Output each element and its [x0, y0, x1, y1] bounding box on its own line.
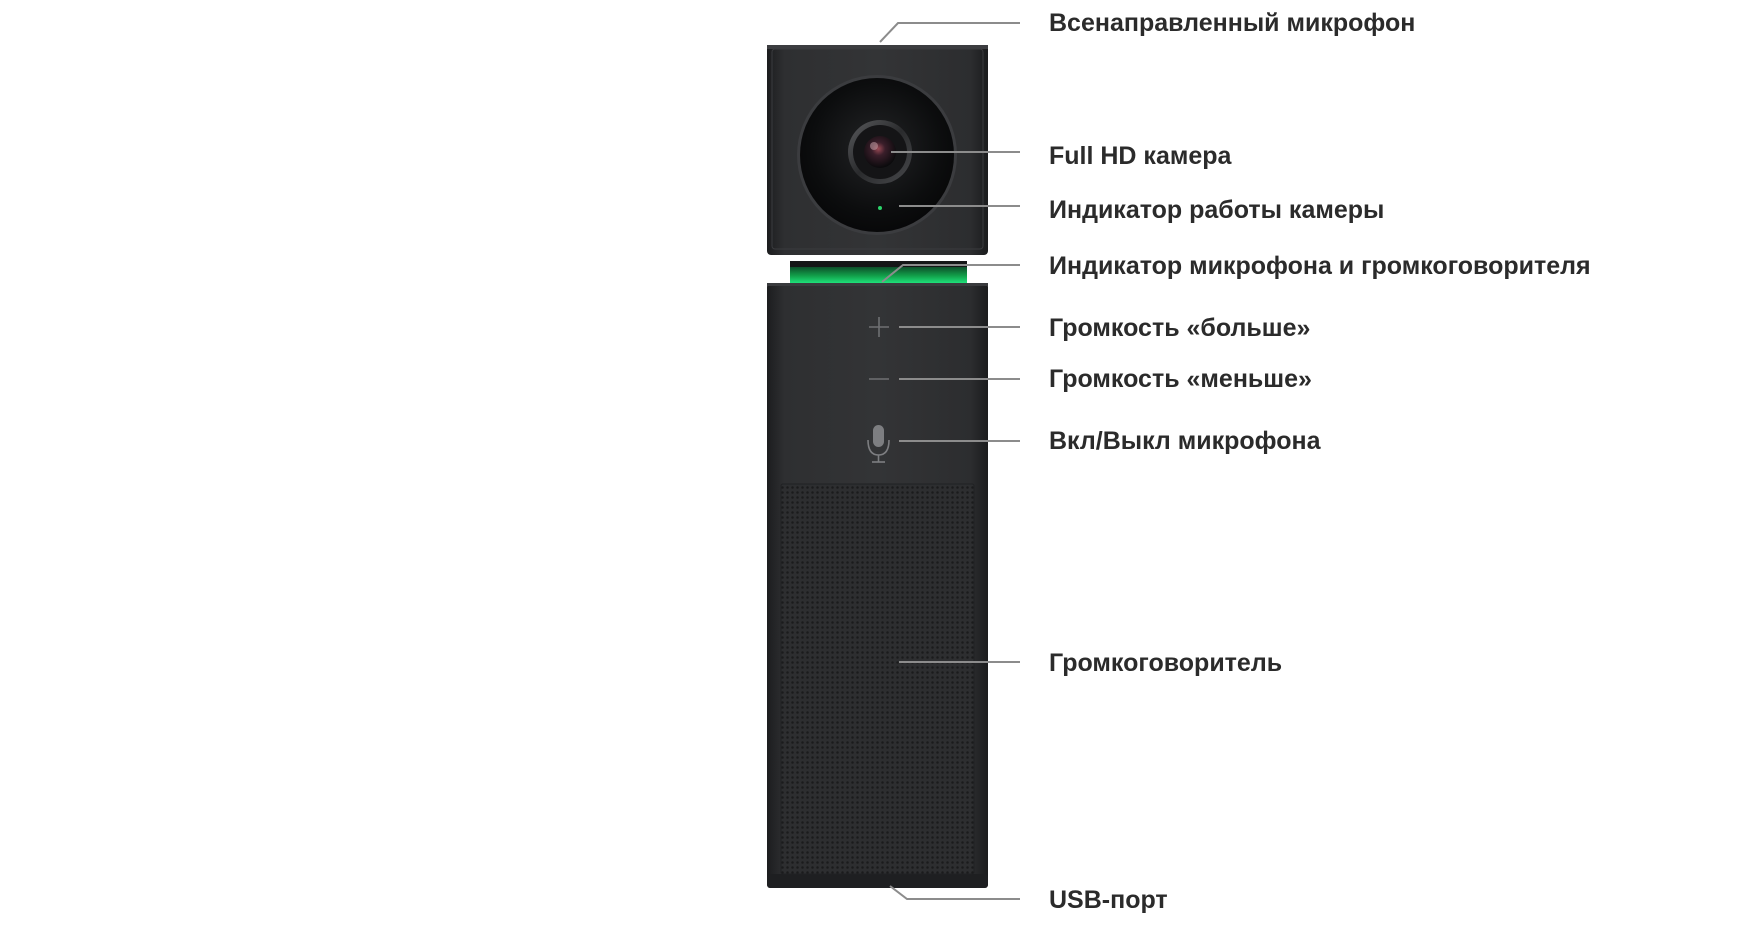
camera-led-indicator [878, 206, 882, 210]
leader-lines [879, 22, 1020, 900]
microphone-icon[interactable] [867, 425, 890, 463]
label-vol-down: Громкость «меньше» [1049, 365, 1312, 393]
camera-lens-face [797, 75, 957, 235]
label-camera: Full HD камера [1049, 142, 1232, 170]
label-camera-led: Индикатор работы камеры [1049, 196, 1385, 224]
mic-speaker-led-strip [790, 261, 967, 283]
leader-mic-speaker-led [881, 264, 1020, 283]
label-vol-up: Громкость «больше» [1049, 314, 1311, 342]
speaker-grille [780, 483, 975, 875]
label-speaker: Громкоговоритель [1049, 649, 1283, 677]
label-mic-speaker-led: Индикатор микрофона и громкоговорителя [1049, 252, 1591, 280]
leader-usb [889, 885, 1020, 900]
leader-omni-mic [879, 22, 1020, 43]
label-usb: USB-порт [1049, 886, 1168, 914]
volume-up-button[interactable] [869, 317, 889, 337]
label-omni-mic: Всенаправленный микрофон [1049, 9, 1416, 37]
label-mic-toggle: Вкл/Выкл микрофона [1049, 427, 1321, 455]
